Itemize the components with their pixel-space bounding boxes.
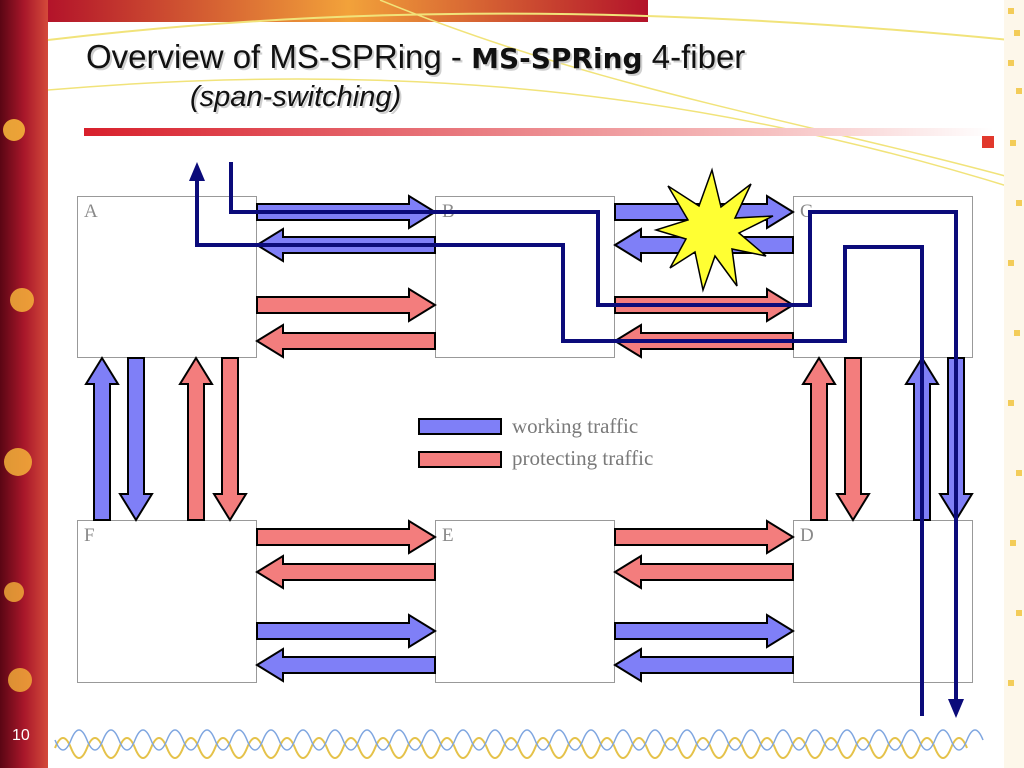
bottom-wave [54,729,984,751]
node-c: C [793,196,973,358]
light-spot [4,582,24,602]
light-spot [10,288,34,312]
working-arrow-e-to-d [614,613,795,649]
node-e-label: E [442,525,454,546]
top-band [48,0,648,22]
bar-end-block [982,136,994,148]
light-spot [3,119,25,141]
legend-working-label: working traffic [512,414,639,438]
protecting-arrow-e-to-f [255,554,436,590]
working-arrow-e-to-f [255,647,436,683]
decor-curve [379,0,1021,181]
path-arrowhead-outbound [948,699,964,718]
protecting-arrow-f-to-a [178,356,214,521]
protecting-arrow-d-to-c [801,356,837,521]
working-arrow-d-to-e [613,647,794,683]
node-b: B [435,196,615,358]
node-f-label: F [84,525,95,546]
protecting-arrow-a-to-b [256,287,437,323]
legend-protecting-swatch [418,451,502,468]
node-e: E [435,520,615,683]
protecting-arrow-d-to-e [613,554,794,590]
protecting-arrow-f-to-e [256,519,437,555]
protecting-arrow-e-to-d [614,519,795,555]
slide-subtitle: (span-switching) [190,81,402,113]
traffic-path-return [195,180,924,716]
protecting-arrow-b-to-a [255,323,436,359]
slide-title: Overview of MS-SPRing - MS-SPRing 4-fibe… [86,38,745,76]
working-arrow-a-to-f [118,357,154,522]
right-pattern [1004,0,1024,768]
node-d: D [793,520,973,683]
working-arrow-f-to-e [256,613,437,649]
title-bold: MS-SPRing [471,42,643,75]
protecting-arrow-c-to-d [835,357,871,522]
legend-protecting-label: protecting traffic [512,446,654,470]
traffic-path-outbound [229,162,958,700]
bottom-wave [54,737,968,759]
right-pixel-pattern [1008,8,1022,686]
title-plain: Overview of MS-SPRing - [86,38,472,75]
decor-curve [47,12,1011,41]
node-a-label: A [84,201,98,222]
working-arrow-f-to-a [84,356,120,521]
protecting-arrow-a-to-f [212,357,248,522]
path-arrowhead-return [189,162,205,181]
fault-starburst-icon [653,167,774,293]
node-f: F [77,520,257,683]
light-spot [4,448,32,476]
page-number: 10 [12,727,30,744]
node-a: A [77,196,257,358]
decor-curve [47,78,1021,191]
light-spot [8,668,32,692]
legend-working-swatch [418,418,502,435]
node-d-label: D [800,525,814,546]
title-tail: 4-fiber [642,38,746,75]
title-underline-bar [84,128,994,136]
